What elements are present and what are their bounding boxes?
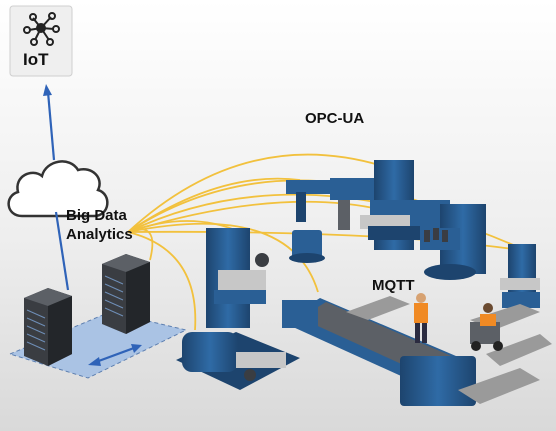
iot-label: IoT (23, 50, 49, 69)
factory-worker (414, 293, 428, 343)
server-rack-icon (24, 254, 150, 366)
robot-arm-machine (286, 178, 378, 263)
network-hub-icon (23, 12, 60, 46)
opc-ua-connections (127, 153, 521, 331)
iot-cloud-arrow (43, 84, 56, 161)
mqtt-label: MQTT (372, 277, 415, 294)
iot-box (9, 5, 73, 77)
small-drill-machine (500, 244, 540, 308)
server-link-arrow (88, 344, 142, 366)
cloud-icon (7, 160, 109, 218)
cloud-server-arrow (54, 211, 70, 291)
pillar-drill-machine (420, 204, 486, 280)
conveyor-line (282, 298, 476, 406)
big-data-label-line1: Big Data (66, 207, 127, 224)
big-data-analytics-label: Big Data Analytics (66, 206, 133, 244)
center-press-machine (360, 160, 450, 250)
opc-ua-label: OPC-UA (305, 110, 365, 127)
milling-machine (206, 228, 269, 328)
big-data-label-line2: Analytics (66, 226, 133, 243)
forklift (470, 303, 503, 351)
lathe-machine (176, 332, 300, 390)
